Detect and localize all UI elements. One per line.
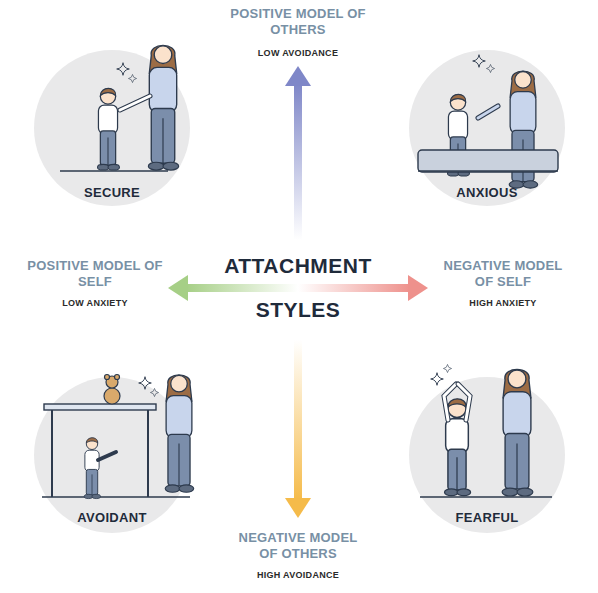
style-circle: AVOIDANT	[34, 377, 190, 533]
circle-fill	[34, 377, 190, 533]
axis-label: POSITIVE MODEL OF OTHERS	[228, 6, 368, 38]
style-circle: ANXIOUS	[409, 50, 565, 206]
axis-sublabel: LOW AVOIDANCE	[228, 48, 368, 59]
style-name: FEARFUL	[409, 510, 565, 525]
circle-ground	[34, 50, 190, 206]
style-circle: SECURE	[34, 50, 190, 206]
circle-ground	[34, 377, 190, 533]
circle-fill	[409, 50, 565, 206]
axis-sublabel: LOW ANXIETY	[25, 298, 165, 309]
axis-sublabel: HIGH AVOIDANCE	[228, 570, 368, 581]
axis-label: NEGATIVE MODEL OF SELF	[433, 258, 573, 290]
style-name: AVOIDANT	[34, 510, 190, 525]
axis-sublabel: HIGH ANXIETY	[433, 298, 573, 309]
style-name: SECURE	[34, 185, 190, 200]
style-name: ANXIOUS	[409, 185, 565, 200]
circle-fill	[34, 50, 190, 206]
circle-fill	[409, 377, 565, 533]
axis-label: NEGATIVE MODEL OF OTHERS	[228, 530, 368, 562]
circle-ground	[409, 377, 565, 533]
circle-ground	[409, 50, 565, 206]
axis-label: POSITIVE MODEL OF SELF	[25, 258, 165, 290]
diagram-title: ATTACHMENT STYLES	[203, 244, 393, 332]
style-circle: FEARFUL	[409, 377, 565, 533]
